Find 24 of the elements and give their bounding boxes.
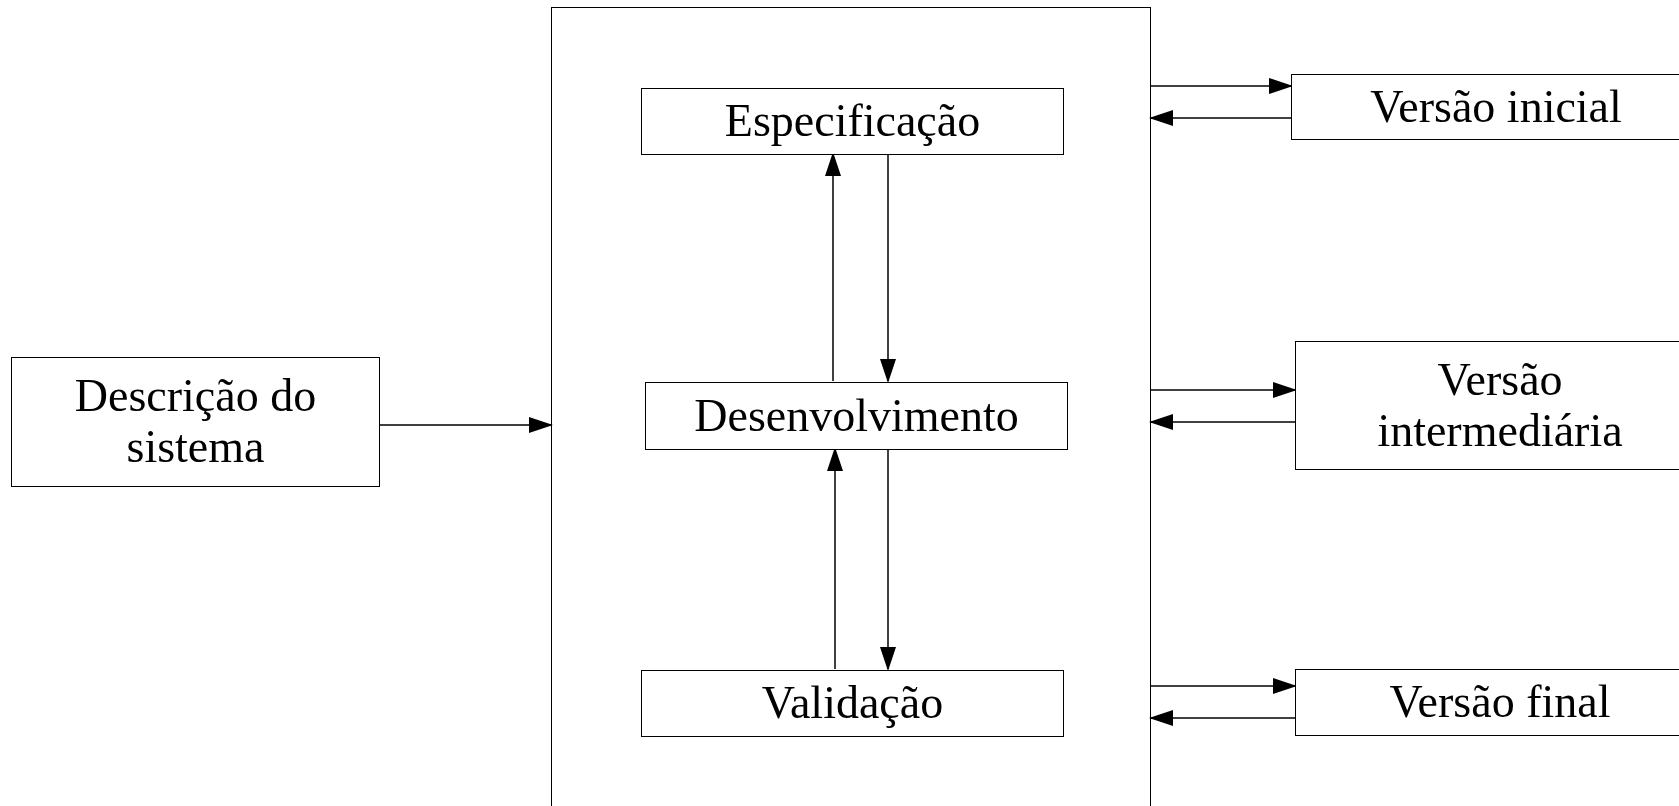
process-box: [1291, 74, 1679, 140]
arrow: [379, 417, 553, 433]
arrow: [1149, 110, 1292, 126]
process-box: [1295, 669, 1679, 736]
process-box: [1295, 341, 1679, 470]
box-label: Versão inicial: [1370, 81, 1622, 133]
process-box: [641, 670, 1064, 737]
box-label: Especificação: [724, 96, 981, 147]
box-label: Desenvolvimento: [694, 390, 1019, 442]
arrow: [1149, 414, 1296, 430]
arrow: [1149, 710, 1296, 726]
arrow: [880, 448, 896, 671]
container-box: [551, 7, 1151, 806]
arrow: [1150, 678, 1297, 694]
box-label: Descrição do sistema: [73, 371, 318, 473]
process-box: [641, 88, 1064, 155]
arrow: [1150, 382, 1297, 398]
box-label: Versão final: [1389, 677, 1611, 728]
box-label: Validação: [761, 678, 944, 729]
arrow: [1150, 78, 1293, 94]
box-label: Versão intermediária: [1376, 354, 1624, 457]
process-box: [645, 382, 1068, 450]
arrow: [880, 153, 896, 383]
process-box: [11, 357, 380, 487]
